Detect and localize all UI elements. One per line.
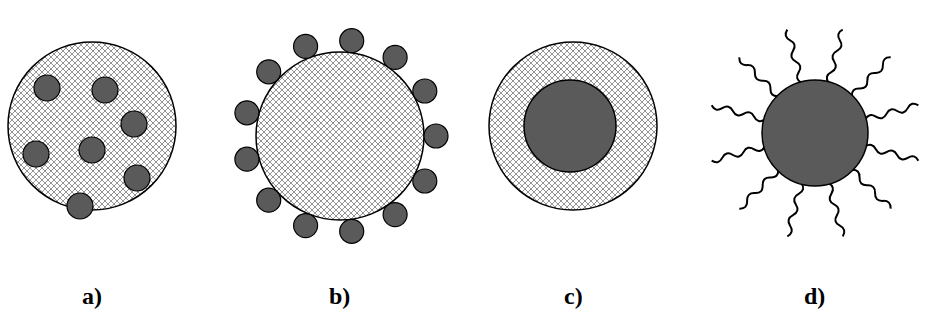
part-label: a) bbox=[82, 284, 102, 308]
grafted-chains-figure bbox=[711, 29, 919, 237]
part-label: c) bbox=[564, 284, 583, 308]
core-shell-figure bbox=[489, 42, 657, 210]
surface-particles-figure bbox=[235, 29, 448, 244]
part-label: b) bbox=[329, 284, 350, 308]
part-label: d) bbox=[804, 284, 825, 308]
embedded-particles-figure bbox=[8, 42, 176, 219]
